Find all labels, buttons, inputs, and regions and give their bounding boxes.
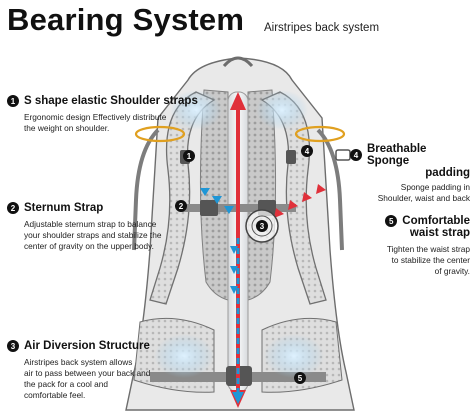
callout-5-line-2: to stabilize the center [391, 255, 470, 265]
callout-shoulder-straps: 1 S shape elastic Shoulder straps Ergono… [7, 95, 207, 134]
callout-title-2: Sternum Strap [24, 202, 104, 214]
callout-1-line-2: the weight on shoulder. [24, 123, 110, 133]
callout-1-line-1: Ergonomic design Effectively distribute [24, 112, 167, 122]
callout-title-5: Comfortable [402, 215, 470, 227]
marker-2: 2 [175, 200, 187, 212]
callout-number-4: 4 [350, 149, 362, 161]
marker-5: 5 [294, 372, 306, 384]
left-back-panel [199, 89, 229, 301]
page-title: Bearing System [7, 2, 245, 37]
callout-2-line-1: Adjustable sternum strap to balance [24, 219, 157, 229]
marker-1: 1 [183, 150, 195, 162]
callout-breathable-sponge: 4 Breathable Sponge padding Sponge paddi… [350, 143, 470, 204]
left-shoulder-strap [149, 91, 216, 305]
callout-sternum-strap: 2 Sternum Strap Adjustable sternum strap… [7, 202, 187, 252]
right-shoulder-strap [260, 91, 327, 305]
callout-number-2: 2 [7, 202, 19, 214]
blue-flow-markers [200, 188, 238, 294]
callout-title-4-line-2: padding [425, 167, 470, 179]
top-handle [222, 56, 254, 68]
callout-4-line-1: Sponge padding in [400, 182, 470, 192]
callout-number-3: 3 [7, 340, 19, 352]
callout-title-5-line-2: waist strap [409, 227, 470, 239]
callout-title-1: S shape elastic Shoulder straps [24, 95, 198, 107]
right-back-panel [247, 89, 277, 301]
callout-title-3: Air Diversion Structure [24, 340, 150, 352]
page-subtitle: Airstripes back system [264, 22, 380, 34]
callout-title-4: Breathable Sponge [367, 143, 427, 167]
red-flow-markers [274, 184, 326, 218]
callout-3-line-4: comfortable feel. [24, 390, 86, 400]
marker-4: 4 [301, 145, 313, 157]
callout-number-1: 1 [7, 95, 19, 107]
marker-3: 3 [256, 220, 268, 232]
red-arrow-up [230, 92, 246, 110]
callout-number-5: 5 [385, 215, 398, 227]
callout-5-line-1: Tighten the waist strap [386, 244, 470, 254]
shoulder-ring-right [294, 125, 346, 143]
callout-3-line-2: air to pass between your back and [24, 368, 151, 378]
shoulder-ring-left [134, 125, 186, 143]
callout-3-line-1: Airstripes back system allows [24, 357, 133, 367]
callout-2-line-3: center of gravity on the upper body. [24, 241, 154, 251]
callout-4-line-2: Shoulder, waist and back [377, 193, 470, 203]
callout-2-line-2: your shoulder straps and stabilize the [24, 230, 162, 240]
callout-waist-strap: 5 Comfortable waist strap Tighten the wa… [360, 215, 470, 277]
callout-air-diversion: 3 Air Diversion Structure Airstripes bac… [7, 340, 177, 401]
callout-3-line-3: the pack for a cool and [24, 379, 108, 389]
callout-5-line-3: of gravity. [434, 266, 470, 276]
